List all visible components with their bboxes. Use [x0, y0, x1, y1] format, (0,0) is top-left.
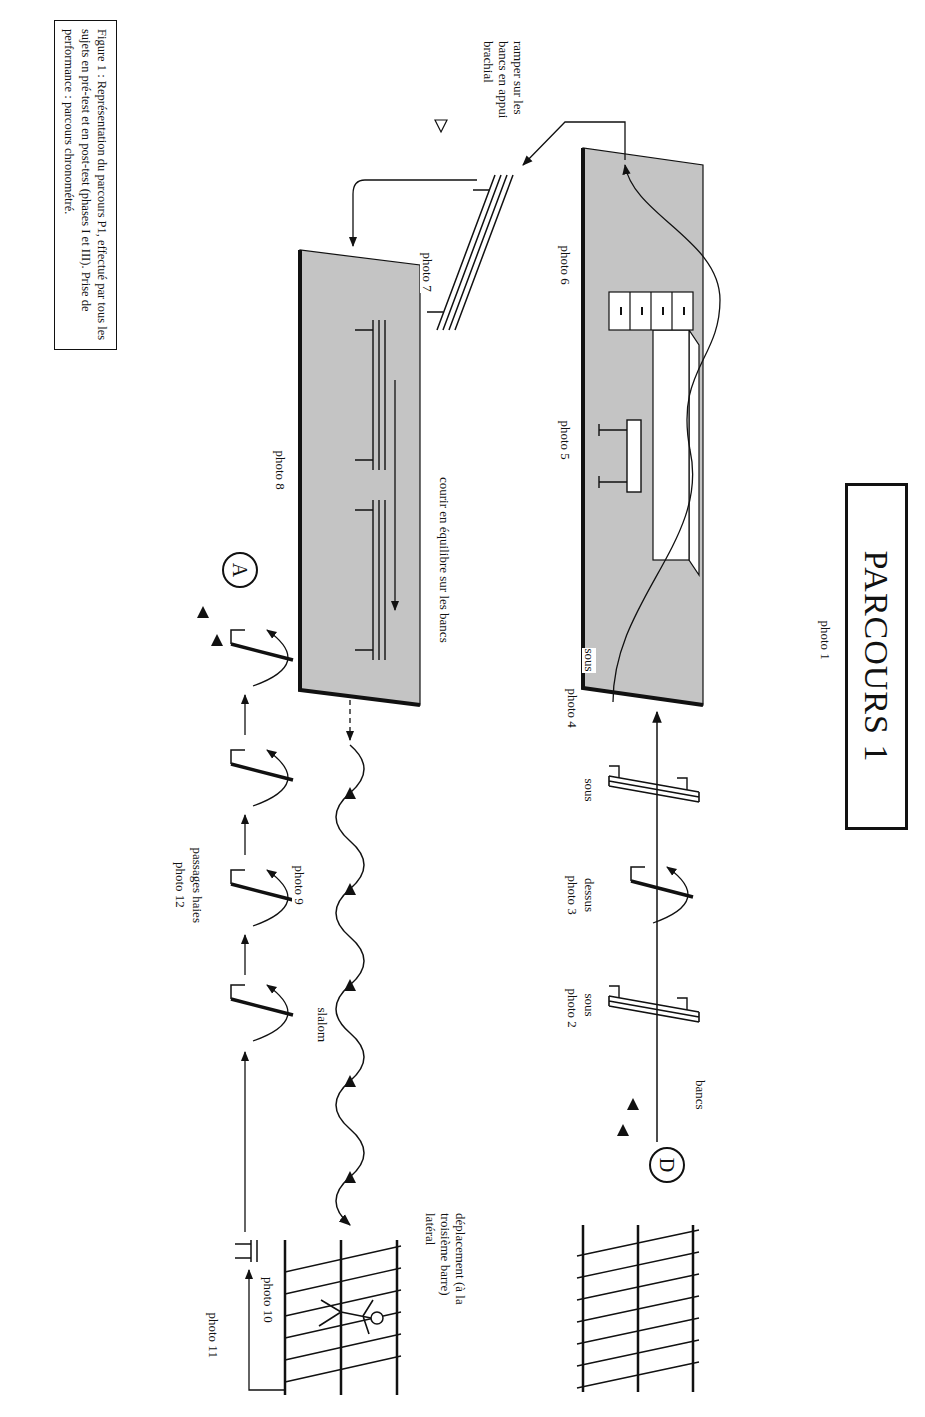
node-letter: A	[230, 563, 250, 577]
title-text: PARCOURS 1	[858, 551, 896, 763]
photo-reference: photo 7	[420, 252, 435, 293]
photo-reference: photo 2	[565, 988, 580, 1029]
photo-reference: photo 4	[565, 688, 580, 729]
start-finish-circle: D	[649, 1147, 685, 1183]
instruction-label: ramper sur les bancs en appui brachial	[480, 40, 525, 138]
instruction-label: sous	[582, 993, 597, 1018]
photo-reference: photo 12	[173, 861, 188, 909]
equipment-label: bancs	[693, 1079, 708, 1111]
title-box: PARCOURS 1	[845, 483, 908, 830]
instruction-label: sous	[582, 778, 597, 803]
instruction-label: passages haies	[190, 847, 205, 924]
instruction-label: slalom	[315, 1007, 330, 1044]
node-letter: D	[657, 1158, 677, 1172]
start-finish-circle: A	[222, 552, 258, 588]
photo-reference: photo 3	[565, 875, 580, 916]
photo-reference: photo 10	[261, 1276, 276, 1324]
instruction-label: sous	[582, 648, 597, 673]
photo-reference: photo 5	[558, 420, 573, 461]
photo-reference: photo 11	[206, 1312, 221, 1359]
photo-reference: photo 6	[558, 245, 573, 286]
instruction-label: déplacement (à la troisième barre) latér…	[422, 1212, 467, 1306]
figure-caption: Figure 1 : Représentation du parcours P1…	[54, 20, 117, 350]
photo-reference: photo 8	[273, 450, 288, 491]
photo-reference: photo 9	[292, 865, 307, 906]
photo-reference: photo 1	[818, 620, 833, 661]
instruction-label: dessus	[582, 877, 597, 913]
instruction-label: courir en équilibre sur les bancs	[437, 476, 452, 644]
